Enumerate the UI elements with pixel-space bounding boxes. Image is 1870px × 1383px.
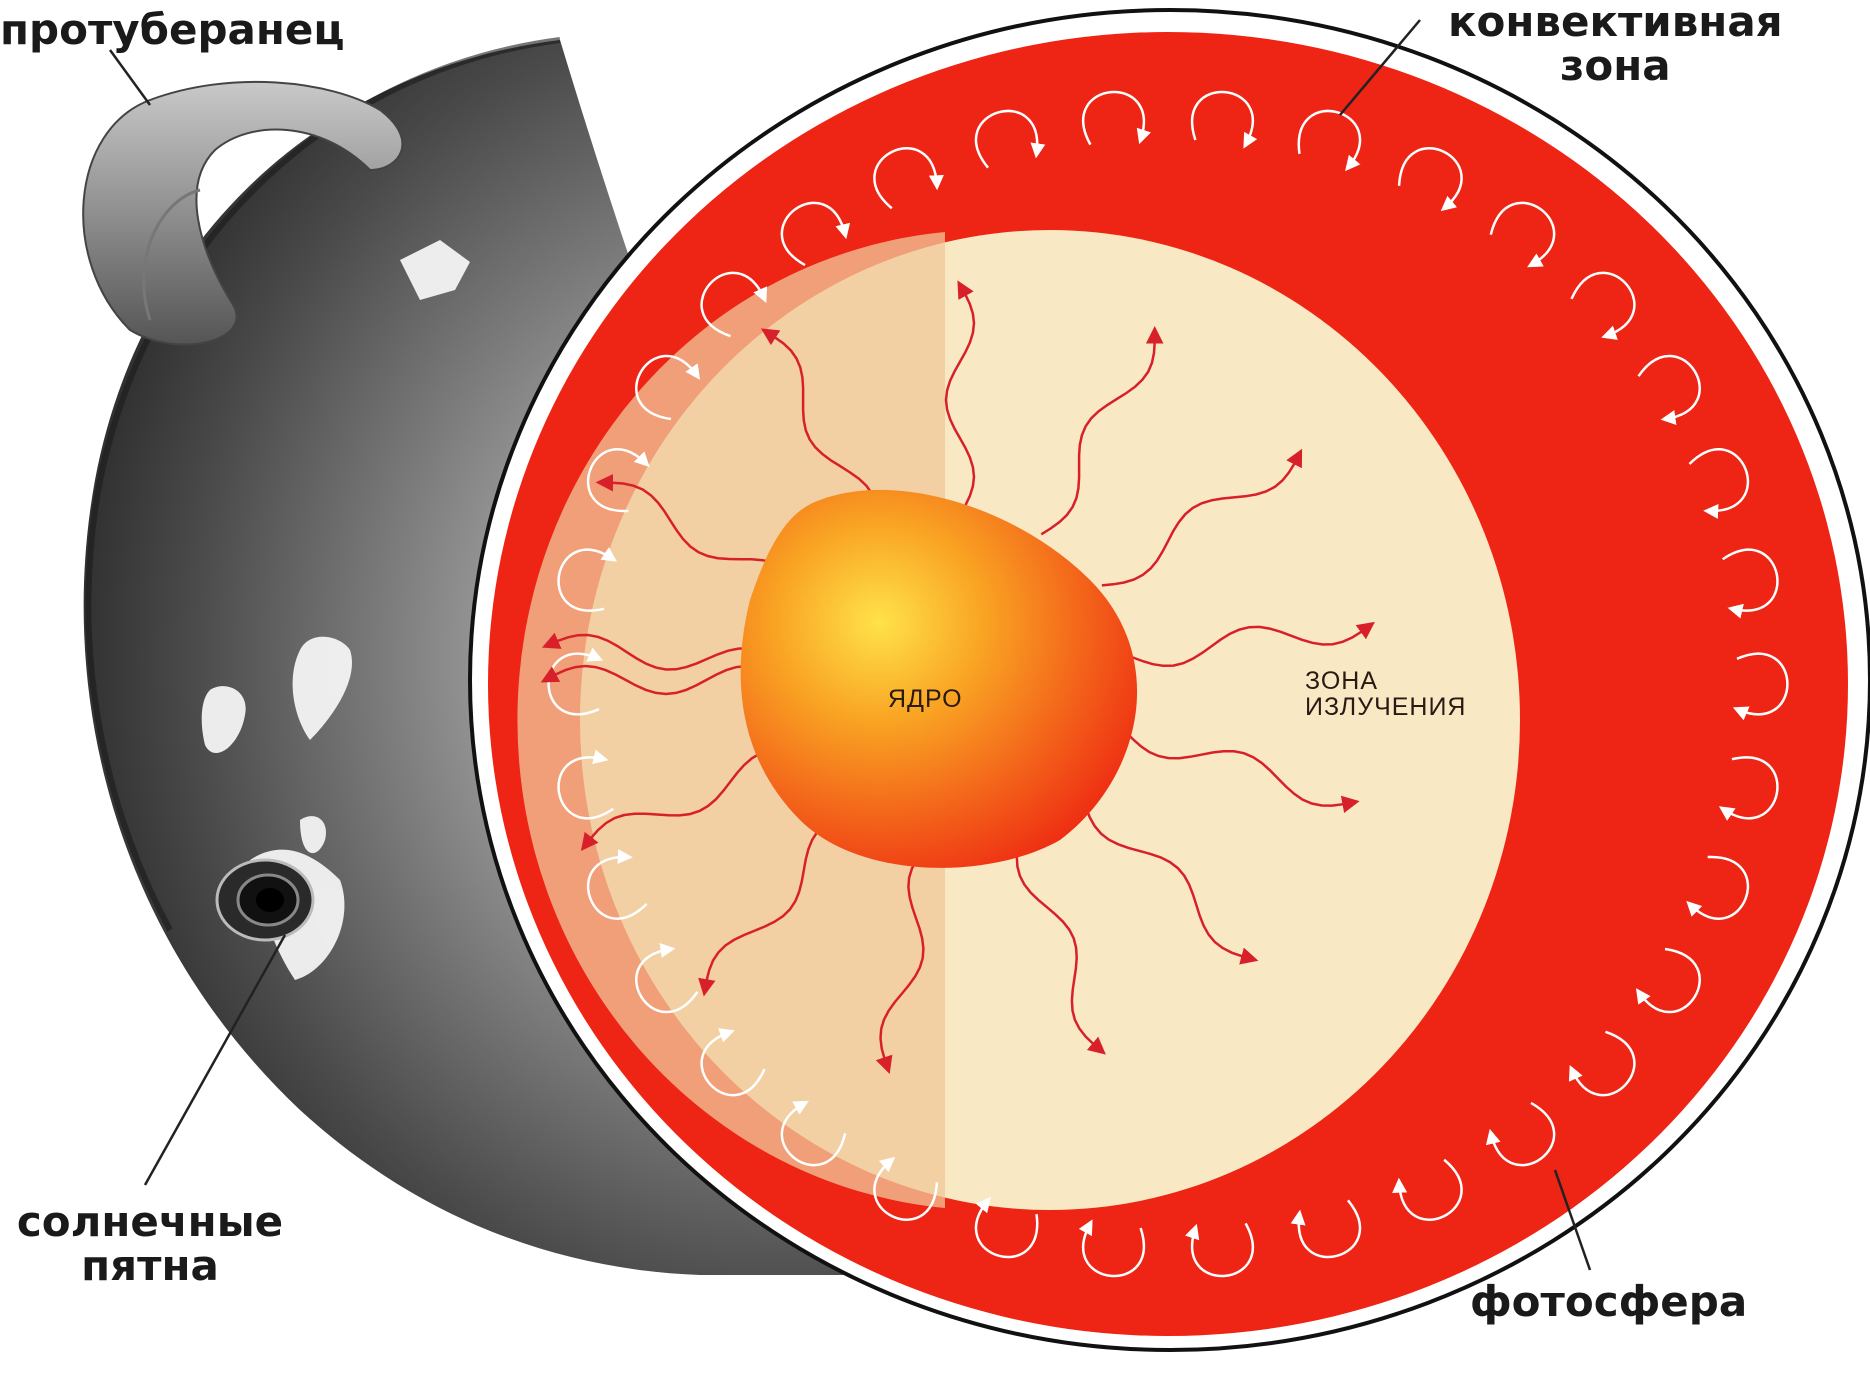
radiation-label-line1: ЗОНА xyxy=(1305,668,1467,694)
radiation-label-line2: ИЗЛУЧЕНИЯ xyxy=(1305,694,1467,720)
radiation-zone-label: ЗОНА ИЗЛУЧЕНИЯ xyxy=(1305,668,1467,721)
sunspots-label-line2: пятна xyxy=(0,1244,300,1288)
sunspot-icon xyxy=(217,860,313,940)
convective-label-line1: конвективная xyxy=(1448,0,1783,44)
prominence-label: протуберанец xyxy=(0,8,345,52)
photosphere-label: фотосфера xyxy=(1470,1280,1747,1324)
sunspots-label-line1: солнечные xyxy=(0,1200,300,1244)
sunspots-label: солнечные пятна xyxy=(0,1200,300,1288)
convective-label-line2: зона xyxy=(1448,44,1783,88)
convective-zone-label: конвективная зона xyxy=(1448,0,1783,88)
core-label: ЯДРО xyxy=(888,686,963,712)
